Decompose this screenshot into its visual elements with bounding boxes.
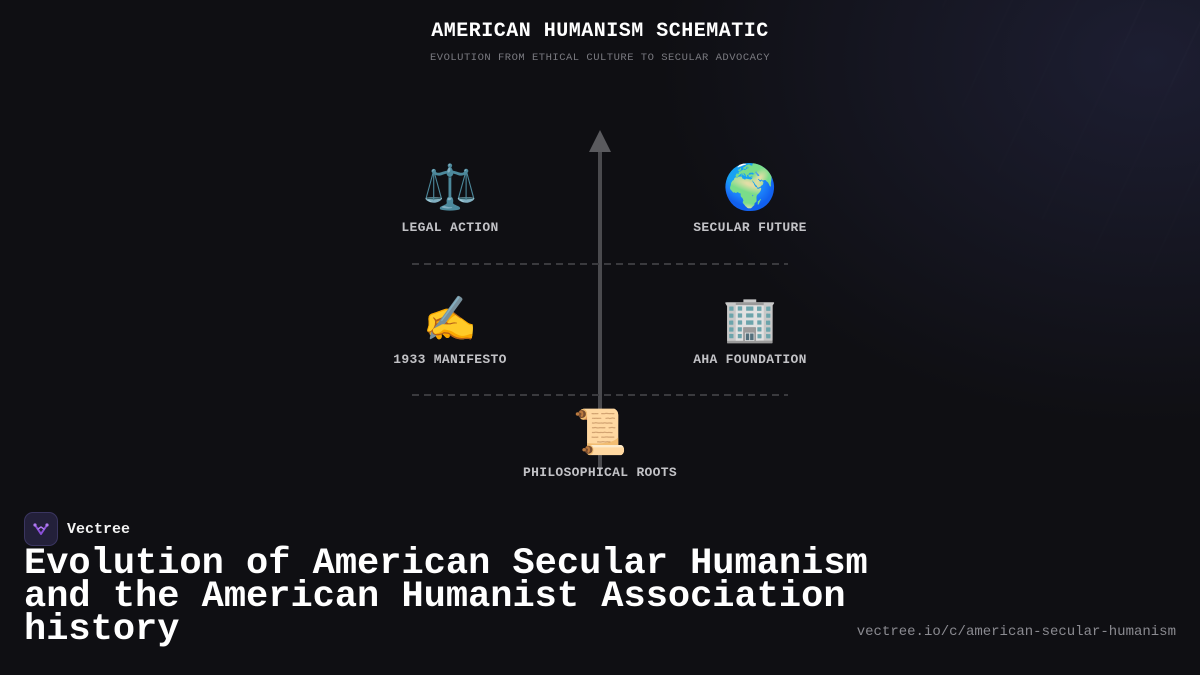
office-building-icon: 🏢	[722, 294, 778, 345]
writing-hand-icon: ✍️	[422, 294, 478, 345]
diagram-subtitle: EVOLUTION FROM ETHICAL CULTURE TO SECULA…	[429, 52, 771, 64]
node-label: LEGAL ACTION	[401, 220, 499, 235]
node-1933-manifesto: ✍️ 1933 MANIFESTO	[340, 294, 560, 367]
scales-icon: ⚖️	[422, 162, 478, 213]
node-label: SECULAR FUTURE	[693, 220, 807, 235]
scroll-icon: 📜	[572, 407, 628, 458]
brand-name: Vectree	[67, 520, 131, 538]
axis-arrowhead-icon	[589, 130, 611, 152]
node-label: AHA FOUNDATION	[693, 352, 807, 367]
vectree-logo-icon	[24, 512, 58, 546]
node-aha-foundation: 🏢 AHA FOUNDATION	[640, 294, 860, 367]
diagram-title: AMERICAN HUMANISM SCHEMATIC	[431, 20, 769, 43]
globe-icon: 🌍	[722, 162, 778, 213]
node-label: PHILOSOPHICAL ROOTS	[523, 465, 677, 480]
node-philosophical-roots: 📜 PHILOSOPHICAL ROOTS	[490, 407, 710, 480]
source-url-link[interactable]: vectree.io/c/american-secular-humanism	[856, 624, 1176, 640]
node-legal-action: ⚖️ LEGAL ACTION	[340, 162, 560, 235]
brand[interactable]: Vectree	[24, 512, 130, 546]
page-headline: Evolution of American Secular Humanism a…	[24, 543, 868, 651]
node-secular-future: 🌍 SECULAR FUTURE	[640, 162, 860, 235]
node-label: 1933 MANIFESTO	[393, 352, 507, 367]
